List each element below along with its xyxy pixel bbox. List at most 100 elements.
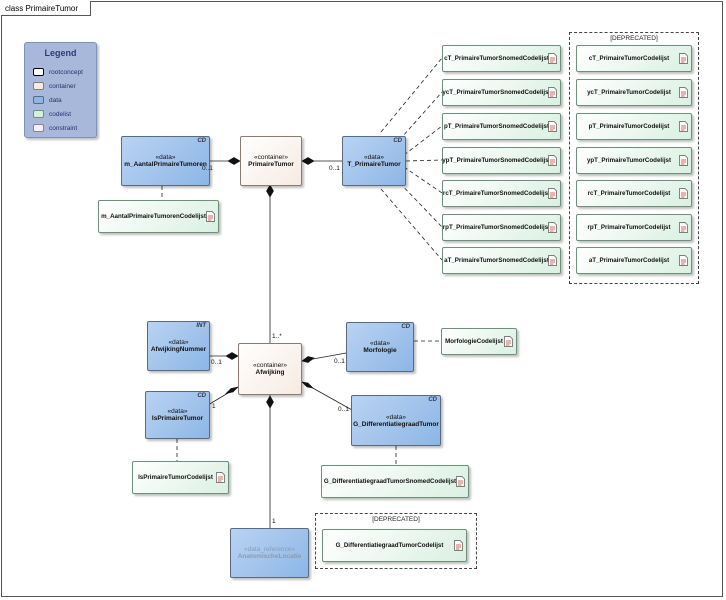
- document-icon: [679, 187, 688, 199]
- legend-label: codelist: [49, 110, 72, 118]
- document-icon: [504, 335, 513, 347]
- class-morfologie[interactable]: CD «data» Morfologie: [346, 322, 414, 372]
- codelist-is-primaire-tumor[interactable]: IsPrimaireTumorCodelijst: [132, 461, 229, 494]
- class-name: IsPrimaireTumor: [151, 415, 204, 422]
- class-name: AnatomischeLocatie: [237, 553, 302, 560]
- codelist-name: aT_PrimaireTumorCodelijst: [588, 257, 670, 264]
- class-anatomische-locatie[interactable]: «data_reference» AnatomischeLocatie: [230, 528, 309, 578]
- codelist-name: ycT_PrimaireTumorCodelijst: [587, 89, 671, 96]
- class-name: m_AantalPrimaireTumoren: [124, 161, 207, 168]
- deprecated-group-primaire-tumor: [DEPRECATED]: [569, 32, 699, 284]
- codelist-ct-snomed[interactable]: cT_PrimaireTumorSnomedCodelijst: [442, 45, 561, 72]
- legend-swatch: [33, 124, 44, 132]
- document-icon: [679, 120, 688, 132]
- codelist-ypt-deprecated[interactable]: ypT_PrimaireTumorCodelijst: [576, 147, 692, 174]
- legend-item-codelist: codelist: [33, 109, 71, 119]
- codelist-name: MorfologieCodelijst: [445, 338, 503, 345]
- class-afwijking[interactable]: «container» Afwijking: [238, 343, 302, 395]
- document-icon: [679, 86, 688, 98]
- multiplicity-anatomische: 1: [272, 518, 276, 525]
- datatype-tag: CD: [401, 324, 410, 330]
- codelist-g-differentiatiegraad-deprecated[interactable]: G_DifferentiatiegraadTumorCodelijst: [322, 529, 467, 562]
- stereotype-label: «container»: [253, 362, 287, 369]
- datatype-tag: CD: [197, 138, 206, 144]
- codelist-name: ycT_PrimaireTumorSnomedCodelijst: [442, 89, 551, 96]
- codelist-yct-snomed[interactable]: ycT_PrimaireTumorSnomedCodelijst: [442, 79, 561, 106]
- class-t-primaire-tumor[interactable]: CD «data» T_PrimaireTumor: [342, 136, 406, 186]
- document-icon: [548, 120, 557, 132]
- document-icon: [456, 475, 465, 487]
- codelist-pt-snomed[interactable]: pT_PrimaireTumorSnomedCodelijst: [442, 113, 561, 140]
- legend-label: container: [49, 82, 76, 90]
- multiplicity-g-diff: 0..1: [338, 406, 349, 413]
- codelist-name: rcT_PrimaireTumorCodelijst: [587, 190, 671, 197]
- legend-item-container: container: [33, 81, 76, 91]
- codelist-rpt-snomed[interactable]: rpT_PrimaireTumorSnomedCodelijst: [442, 214, 561, 241]
- codelist-g-differentiatiegraad-snomed[interactable]: G_DifferentiatiegraadTumorSnomedCodelijs…: [321, 465, 469, 498]
- codelist-pt-deprecated[interactable]: pT_PrimaireTumorCodelijst: [576, 113, 692, 140]
- document-icon: [548, 154, 557, 166]
- codelist-morfologie[interactable]: MorfologieCodelijst: [441, 328, 517, 355]
- datatype-tag: INT: [196, 323, 206, 329]
- document-icon: [206, 210, 215, 222]
- legend: Legend rootconcept container data codeli…: [24, 42, 97, 138]
- codelist-rct-deprecated[interactable]: rcT_PrimaireTumorCodelijst: [576, 180, 692, 207]
- class-g-differentiatiegraad-tumor[interactable]: CD «data» G_DifferentiatiegraadTumor: [351, 395, 441, 446]
- document-icon: [679, 221, 688, 233]
- class-name: PrimaireTumor: [248, 161, 294, 168]
- codelist-name: rpT_PrimaireTumorCodelijst: [587, 224, 671, 231]
- codelist-rct-snomed[interactable]: rcT_PrimaireTumorSnomedCodelijst: [442, 180, 561, 207]
- legend-swatch: [33, 68, 44, 76]
- codelist-name: G_DifferentiatiegraadTumorSnomedCodelijs…: [323, 478, 457, 485]
- datatype-tag: CD: [197, 393, 206, 399]
- legend-item-rootconcept: rootconcept: [33, 67, 83, 77]
- stereotype-label: «data»: [155, 154, 176, 161]
- document-icon: [216, 471, 225, 483]
- codelist-name: m_AantalPrimaireTumorenCodelijst: [101, 213, 206, 220]
- legend-label: constraint: [49, 124, 78, 132]
- codelist-rpt-deprecated[interactable]: rpT_PrimaireTumorCodelijst: [576, 214, 692, 241]
- legend-swatch: [33, 96, 44, 104]
- codelist-at-snomed[interactable]: aT_PrimaireTumorSnomedCodelijst: [442, 247, 561, 274]
- codelist-name: pT_PrimaireTumorCodelijst: [588, 123, 670, 130]
- codelist-ypt-snomed[interactable]: ypT_PrimaireTumorSnomedCodelijst: [442, 147, 561, 174]
- codelist-ct-deprecated[interactable]: cT_PrimaireTumorCodelijst: [576, 45, 692, 72]
- datatype-tag: CD: [428, 397, 437, 403]
- class-name: AfwijkingNummer: [150, 346, 207, 353]
- legend-label: data: [49, 96, 62, 104]
- class-name: T_PrimaireTumor: [347, 161, 401, 168]
- document-icon: [679, 254, 688, 266]
- legend-swatch: [33, 110, 44, 118]
- stereotype-label: «data»: [386, 413, 406, 421]
- codelist-name: ypT_PrimaireTumorSnomedCodelijst: [442, 157, 551, 164]
- codelist-name: ypT_PrimaireTumorCodelijst: [586, 157, 672, 164]
- codelist-name: pT_PrimaireTumorSnomedCodelijst: [443, 123, 550, 130]
- codelist-name: rpT_PrimaireTumorSnomedCodelijst: [442, 224, 551, 231]
- document-icon: [548, 254, 557, 266]
- codelist-yct-deprecated[interactable]: ycT_PrimaireTumorCodelijst: [576, 79, 692, 106]
- multiplicity-is-primaire: 1: [212, 403, 216, 410]
- class-primaire-tumor[interactable]: «container» PrimaireTumor: [240, 136, 302, 186]
- multiplicity-afwijking: 1..*: [272, 333, 282, 340]
- class-afwijking-nummer[interactable]: INT «data» AfwijkingNummer: [147, 321, 210, 371]
- class-name: Morfologie: [363, 347, 397, 354]
- codelist-name: cT_PrimaireTumorCodelijst: [588, 55, 670, 62]
- legend-item-data: data: [33, 95, 62, 105]
- codelist-at-deprecated[interactable]: aT_PrimaireTumorCodelijst: [576, 247, 692, 274]
- document-icon: [548, 221, 557, 233]
- class-is-primaire-tumor[interactable]: CD «data» IsPrimaireTumor: [145, 391, 210, 439]
- codelist-name: cT_PrimaireTumorSnomedCodelijst: [444, 55, 549, 62]
- codelist-m-aantal-primaire-tumoren[interactable]: m_AantalPrimaireTumorenCodelijst: [98, 200, 219, 233]
- stereotype-label: «data_reference»: [244, 546, 295, 553]
- datatype-tag: CD: [393, 138, 402, 144]
- stereotype-label: «data»: [168, 339, 189, 346]
- multiplicity-aantal: 0..1: [202, 165, 213, 172]
- legend-swatch: [33, 82, 44, 90]
- class-m-aantal-primaire-tumoren[interactable]: CD «data» m_AantalPrimaireTumoren: [121, 136, 210, 186]
- stereotype-label: «container»: [254, 154, 288, 161]
- multiplicity-afwijking-nummer: 0..1: [211, 359, 222, 366]
- stereotype-label: «data»: [370, 340, 390, 347]
- codelist-name: rcT_PrimaireTumorSnomedCodelijst: [442, 190, 551, 197]
- diagram-frame-label: class PrimaireTumor: [1, 1, 91, 16]
